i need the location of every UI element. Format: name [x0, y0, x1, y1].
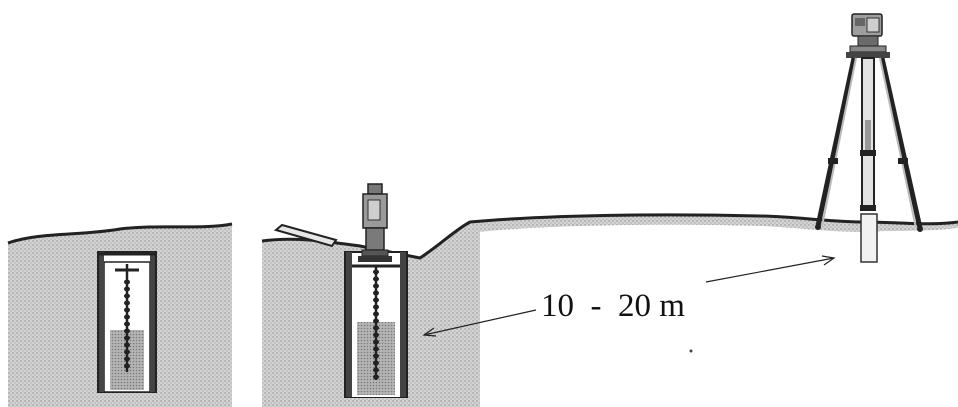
- vertical-instrument: [358, 183, 392, 262]
- plumb-bead: [124, 342, 130, 348]
- right-terrain-fill: [480, 224, 958, 240]
- plumb-bead: [373, 353, 379, 359]
- plumb-bead: [124, 314, 130, 320]
- middle-pit: [344, 251, 408, 398]
- plumb-bead: [373, 374, 379, 380]
- pit-cover-plate: [273, 223, 338, 248]
- speck: [689, 349, 693, 353]
- middle-ground-block: [262, 214, 958, 407]
- plumb-bead: [124, 356, 130, 362]
- plumb-bead: [373, 297, 379, 303]
- tripod: [815, 57, 923, 232]
- plumb-bead: [373, 318, 379, 324]
- distance-label: 10 - 20 m: [541, 288, 685, 324]
- plumb-bead: [373, 360, 379, 366]
- plumb-bead: [373, 325, 379, 331]
- plumb-bead: [373, 346, 379, 352]
- terrain-line: [261, 213, 958, 260]
- plumb-bead: [124, 335, 130, 341]
- plumb-bead: [373, 332, 379, 338]
- plumb-bead: [124, 286, 130, 292]
- plumb-bead: [373, 367, 379, 373]
- plumb-bead: [373, 276, 379, 282]
- plumb-bead: [124, 279, 130, 285]
- plumb-bead: [124, 349, 130, 355]
- plumb-bead: [373, 339, 379, 345]
- plumb-bead: [124, 300, 130, 306]
- distance-arrow: [422, 255, 836, 337]
- left-plumb-line: [115, 264, 139, 372]
- plumb-bead: [373, 290, 379, 296]
- plumb-bead: [373, 269, 379, 275]
- plumb-bead: [124, 307, 130, 313]
- ground-marker-post: [860, 213, 878, 263]
- plumb-bead: [373, 311, 379, 317]
- plumb-bead: [373, 283, 379, 289]
- plumb-bead: [124, 293, 130, 299]
- plumb-bead: [124, 328, 130, 334]
- total-station: [846, 13, 890, 58]
- plumb-bead: [373, 304, 379, 310]
- plumb-bead: [124, 363, 130, 369]
- plumb-bead: [124, 321, 130, 327]
